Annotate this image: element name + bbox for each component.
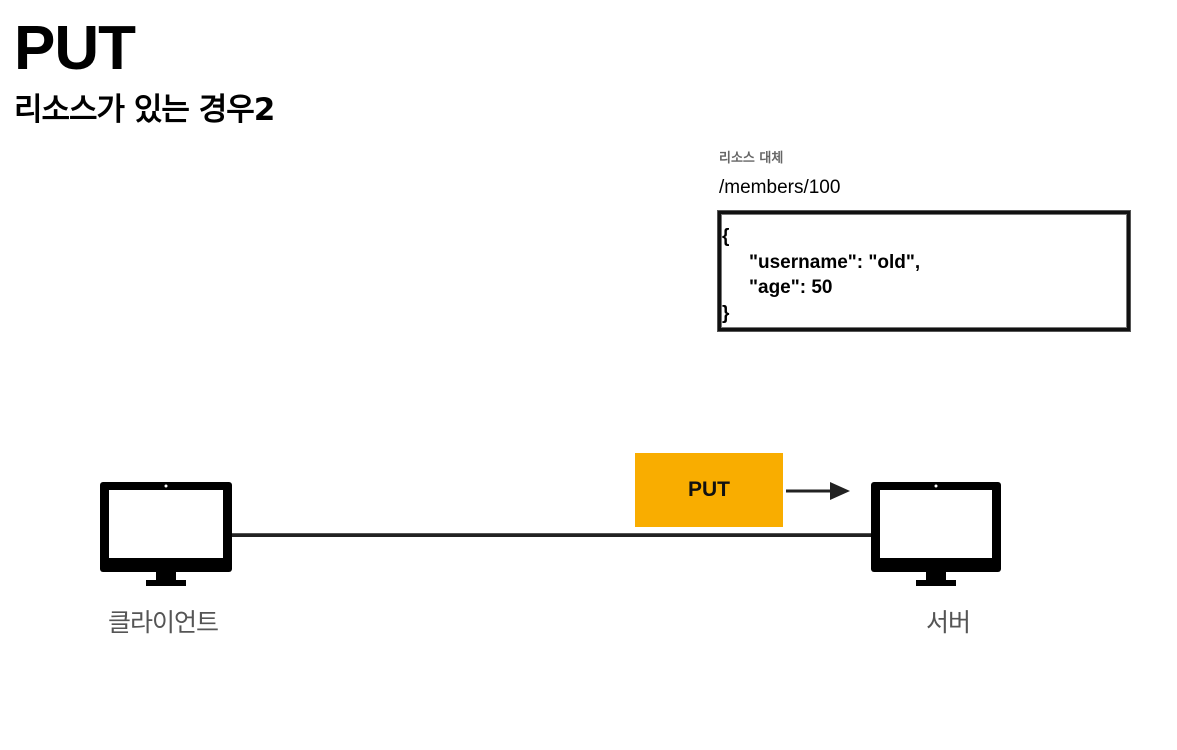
resource-json-box bbox=[718, 211, 1130, 331]
page-subtitle: 리소스가 있는 경우2 bbox=[14, 92, 275, 128]
resource-path: /members/100 bbox=[719, 177, 841, 198]
json-username-line: "username": "old", bbox=[749, 252, 921, 273]
server-monitor-icon bbox=[871, 482, 1001, 586]
json-close-brace: } bbox=[722, 303, 730, 324]
json-age-line: "age": 50 bbox=[749, 277, 833, 298]
resource-caption: 리소스 대체 bbox=[719, 151, 784, 166]
client-monitor-icon bbox=[100, 482, 232, 586]
json-open-brace: { bbox=[722, 226, 730, 247]
client-label: 클라이언트 bbox=[108, 608, 219, 637]
page-title: PUT bbox=[14, 14, 136, 83]
connection-line bbox=[232, 533, 874, 537]
arrow-right-icon bbox=[786, 482, 850, 500]
put-request-box: PUT bbox=[635, 453, 783, 527]
put-request-label: PUT bbox=[688, 478, 730, 501]
server-label: 서버 bbox=[926, 608, 971, 637]
